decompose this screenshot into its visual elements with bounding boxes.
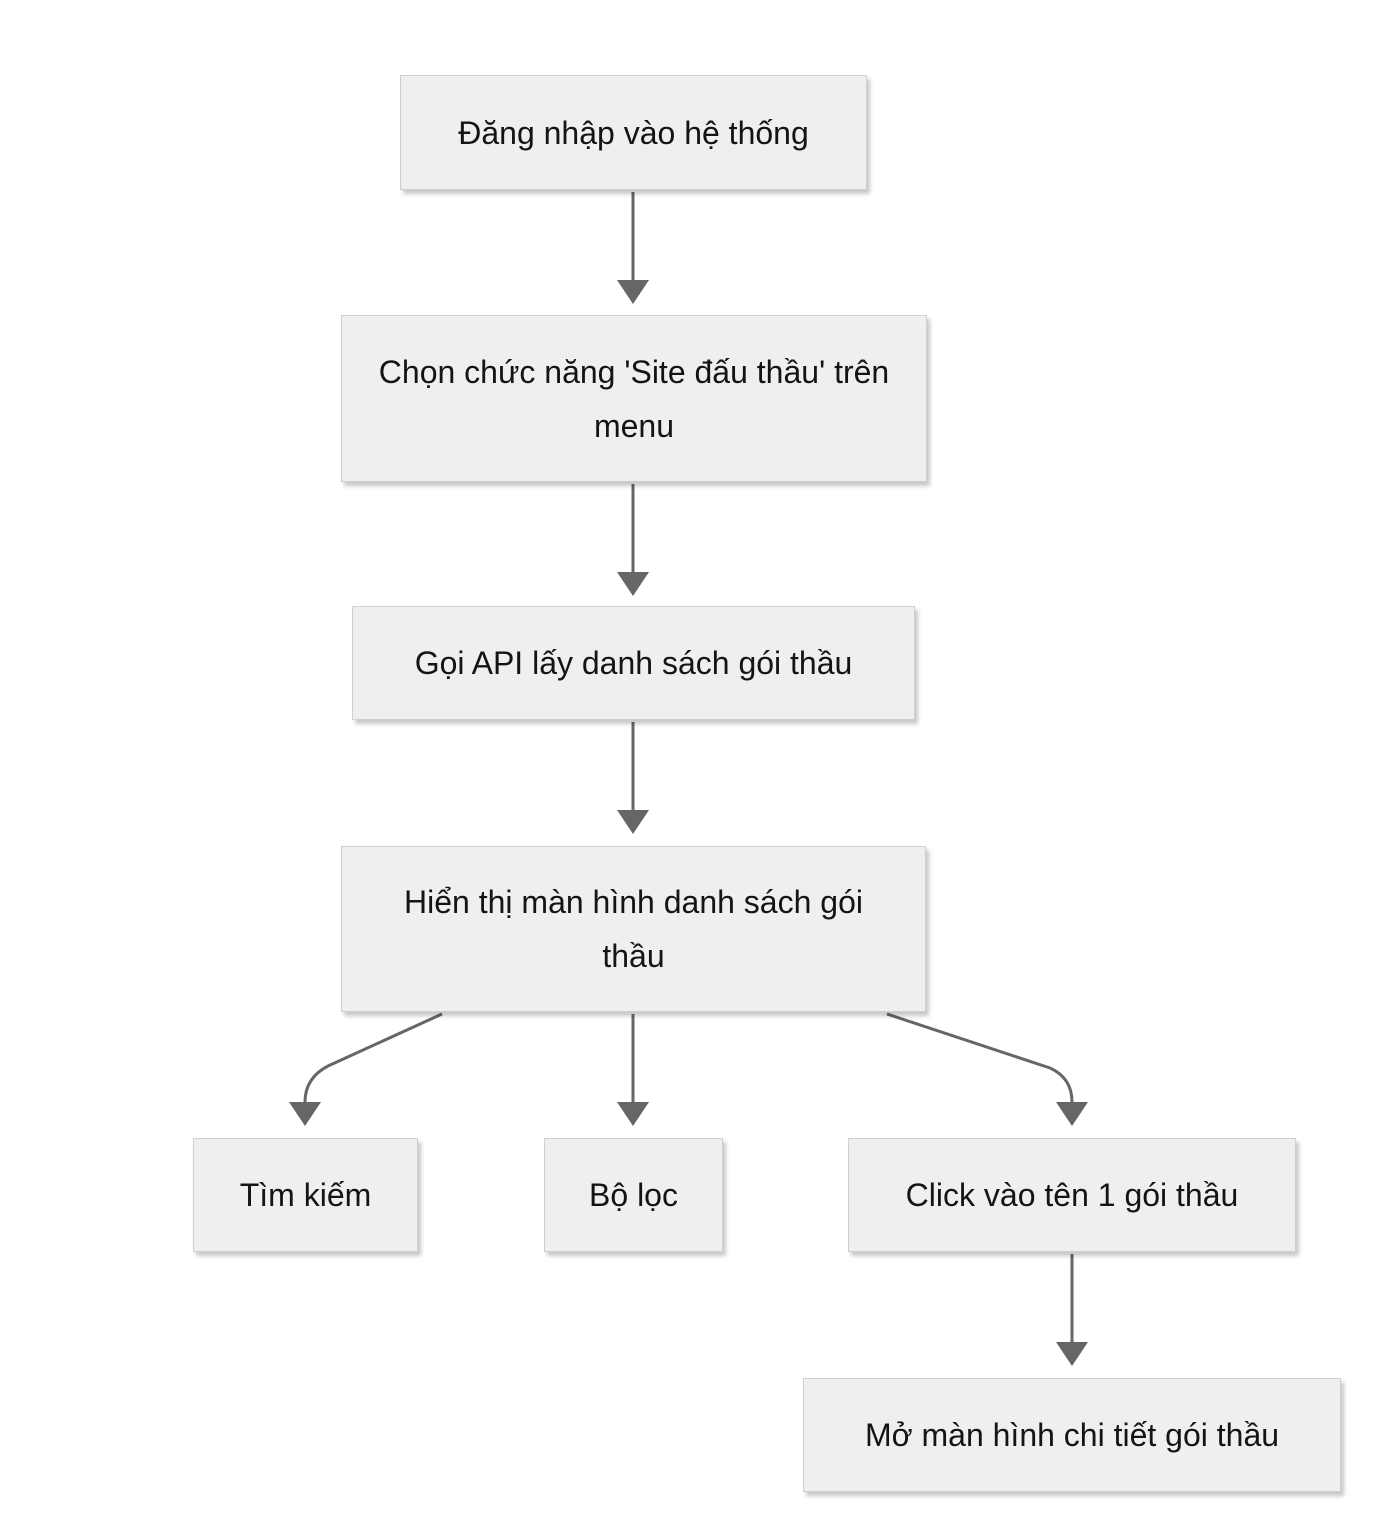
node-label: Gọi API lấy danh sách gói thầu (414, 645, 853, 681)
node-label: Click vào tên 1 gói thầu (905, 1177, 1239, 1213)
arrowhead-show-list (617, 810, 649, 834)
edge-show-list-to-click-package (886, 1012, 1074, 1103)
arrowhead-choose-menu (617, 280, 649, 304)
arrowhead-filter (617, 1102, 649, 1126)
node-label: Mở màn hình chi tiết gói thầu (864, 1417, 1280, 1453)
node-label: Đăng nhập vào hệ thống (458, 114, 809, 151)
node-label: Chọn chức năng 'Site đấu thầu' trên menu (378, 353, 890, 444)
arrowhead-call-api (617, 572, 649, 596)
node-open-detail: Mở màn hình chi tiết gói thầu (803, 1378, 1341, 1492)
arrowhead-search (289, 1102, 321, 1126)
node-filter: Bộ lọc (544, 1138, 723, 1252)
arrowhead-open-detail (1056, 1342, 1088, 1366)
arrowhead-click-package (1056, 1102, 1088, 1126)
node-click-package: Click vào tên 1 gói thầu (848, 1138, 1296, 1252)
node-label: Bộ lọc (589, 1177, 678, 1213)
node-search: Tìm kiếm (193, 1138, 418, 1252)
node-call-api: Gọi API lấy danh sách gói thầu (352, 606, 915, 720)
edge-show-list-to-search (303, 1012, 443, 1103)
node-label: Hiển thị màn hình danh sách gói thầu (404, 884, 863, 974)
node-login: Đăng nhập vào hệ thống (400, 75, 867, 190)
node-show-list: Hiển thị màn hình danh sách gói thầu (341, 846, 926, 1012)
node-label: Tìm kiếm (239, 1177, 372, 1213)
node-choose-menu: Chọn chức năng 'Site đấu thầu' trên menu (341, 315, 927, 482)
